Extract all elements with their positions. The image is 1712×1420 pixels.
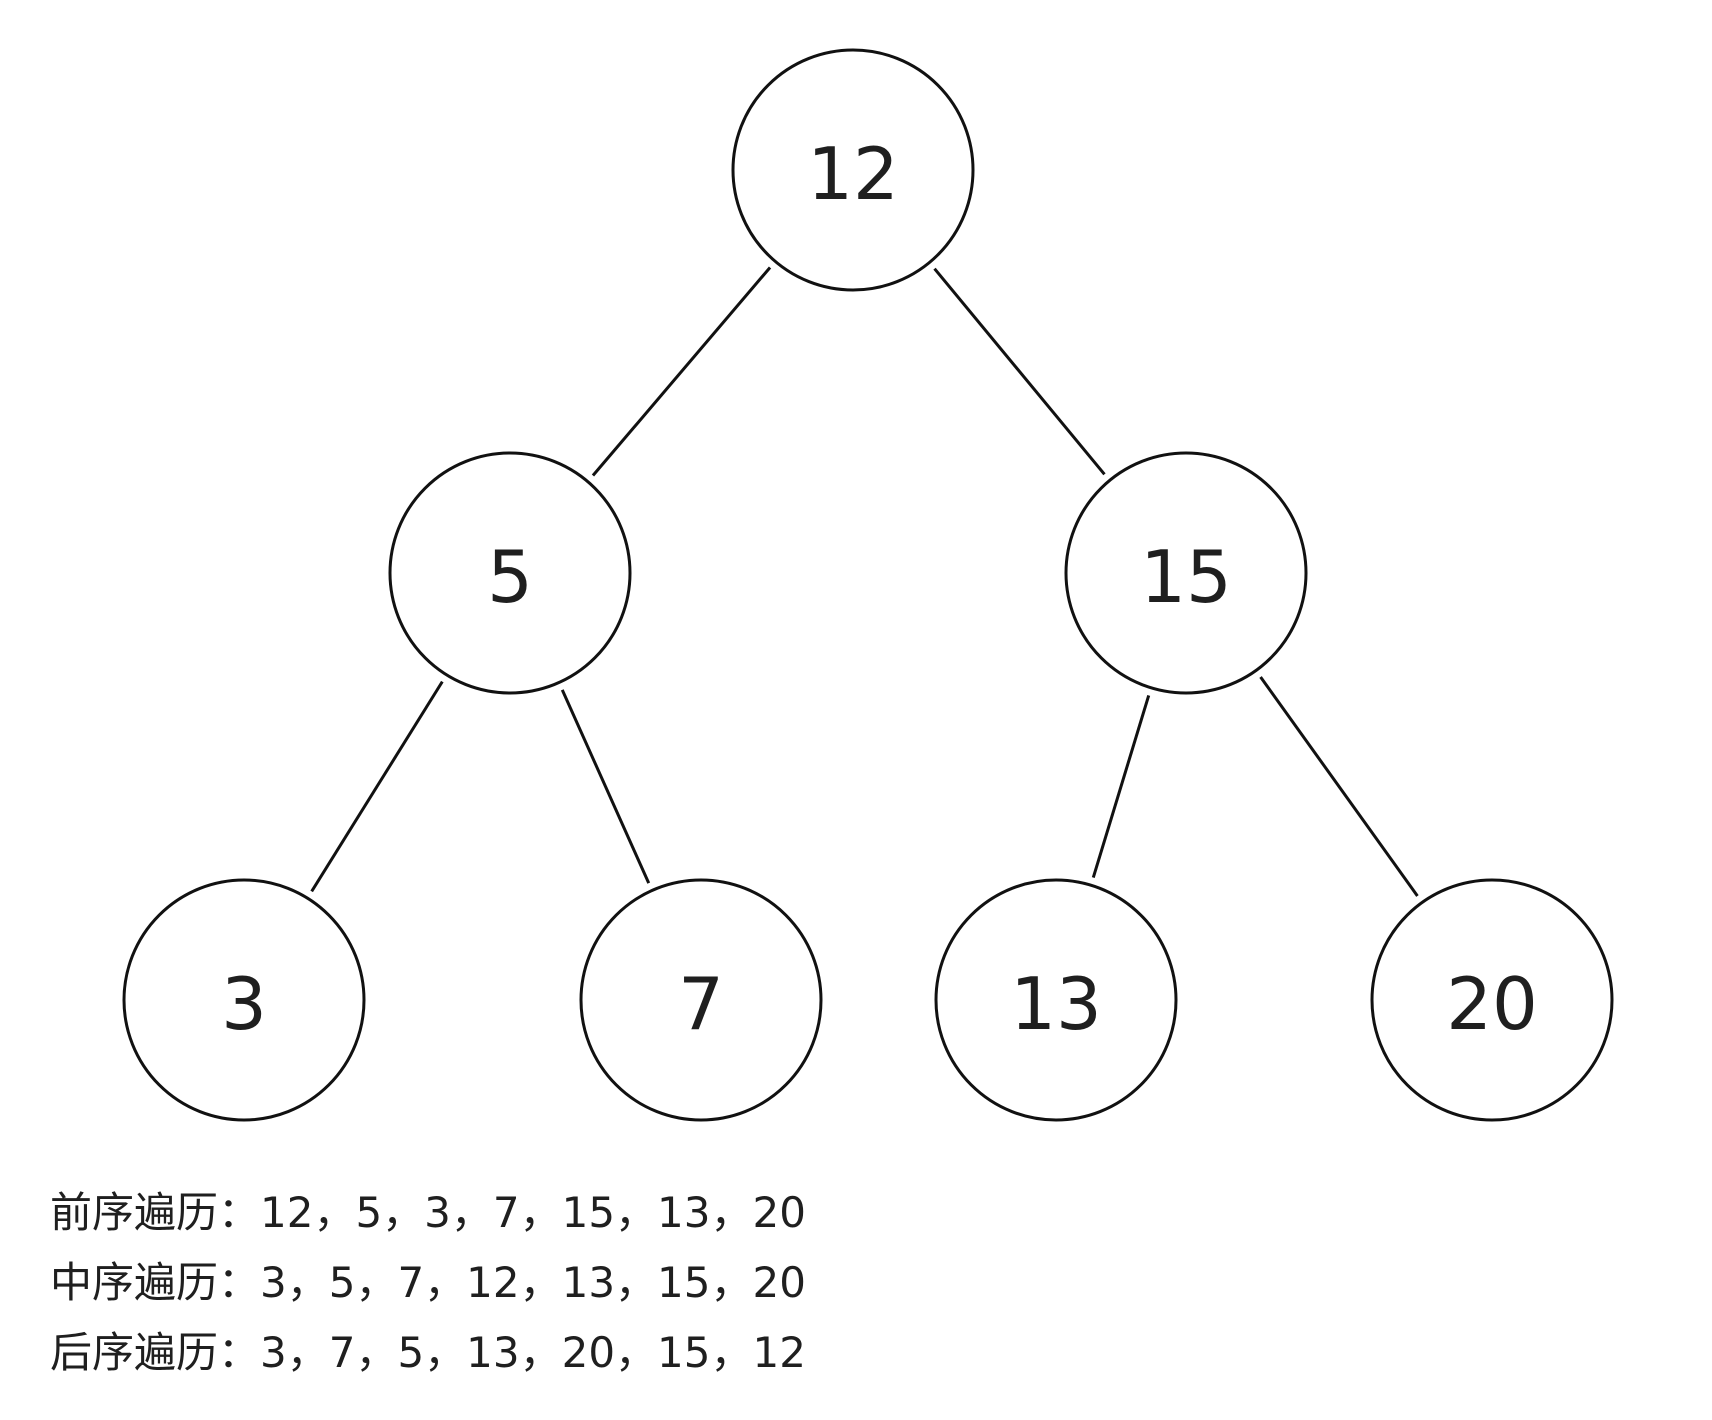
node-circle xyxy=(1064,451,1308,695)
tree-node-20: 20 xyxy=(1370,878,1614,1122)
node-value-label: 3 xyxy=(221,962,267,1046)
tree-node-15: 15 xyxy=(1064,451,1308,695)
node-circle xyxy=(388,451,632,695)
node-circle xyxy=(579,878,823,1122)
node-value-label: 20 xyxy=(1446,962,1538,1046)
edge-15-20 xyxy=(1259,676,1419,897)
node-value-label: 15 xyxy=(1140,535,1232,619)
node-circle xyxy=(934,878,1178,1122)
edge-12-5 xyxy=(591,266,772,477)
node-value-label: 13 xyxy=(1010,962,1102,1046)
node-value-label: 12 xyxy=(807,132,899,216)
preorder-traversal: 前序遍历：12，5，3，7，15，13，20 xyxy=(50,1188,806,1237)
tree-node-7: 7 xyxy=(579,878,823,1122)
tree-node-5: 5 xyxy=(388,451,632,695)
node-value-label: 7 xyxy=(678,962,724,1046)
inorder-traversal: 中序遍历：3，5，7，12，13，15，20 xyxy=(50,1258,806,1307)
tree-edges xyxy=(310,266,1419,897)
node-value-label: 5 xyxy=(487,535,533,619)
node-circle xyxy=(731,48,975,292)
postorder-traversal: 后序遍历：3，7，5，13，20，15，12 xyxy=(50,1328,806,1377)
edge-5-7 xyxy=(560,689,651,884)
tree-nodes: 12 5 15 3 7 13 20 xyxy=(122,48,1614,1122)
traversal-results: 前序遍历：12，5，3，7，15，13，20 中序遍历：3，5，7，12，13，… xyxy=(50,1178,806,1388)
tree-node-12: 12 xyxy=(731,48,975,292)
node-circle xyxy=(122,878,366,1122)
tree-node-3: 3 xyxy=(122,878,366,1122)
tree-node-13: 13 xyxy=(934,878,1178,1122)
edge-12-15 xyxy=(933,267,1106,476)
edge-5-3 xyxy=(310,680,444,893)
edge-15-13 xyxy=(1091,695,1151,878)
node-circle xyxy=(1370,878,1614,1122)
